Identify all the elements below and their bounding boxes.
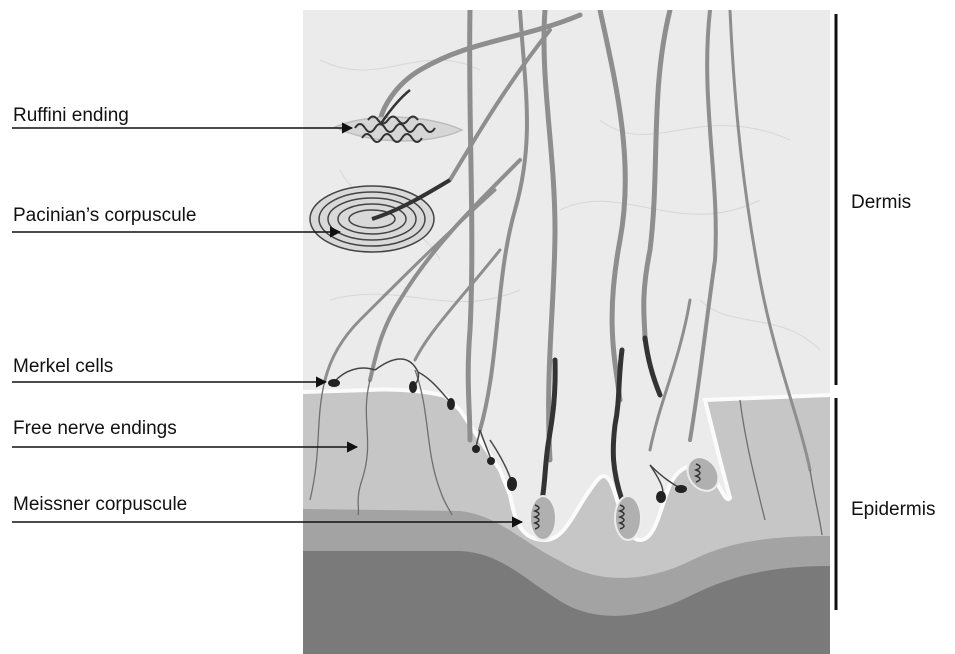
merkel-cell xyxy=(656,491,666,503)
merkel-cell xyxy=(447,398,455,410)
merkel-cell xyxy=(507,477,517,491)
meissner-corpuscule-label: Meissner corpuscule xyxy=(13,494,187,515)
free-nerve-endings-label: Free nerve endings xyxy=(13,418,177,439)
skin-cross-section xyxy=(303,10,830,654)
epidermis-label: Epidermis xyxy=(851,499,935,520)
pacinian-corpuscule-label: Pacinian’s corpuscule xyxy=(13,205,196,226)
merkel-cell xyxy=(472,445,480,453)
merkel-cell xyxy=(675,485,687,493)
meissner-capsule xyxy=(615,496,641,540)
merkel-cell xyxy=(328,379,340,387)
ruffini-ending-label: Ruffini ending xyxy=(13,105,129,126)
dermis-label: Dermis xyxy=(851,192,911,213)
merkel-cell xyxy=(487,457,495,465)
meissner-capsule xyxy=(530,496,556,540)
merkel-cell xyxy=(409,381,417,393)
merkel-cells-label: Merkel cells xyxy=(13,356,113,377)
